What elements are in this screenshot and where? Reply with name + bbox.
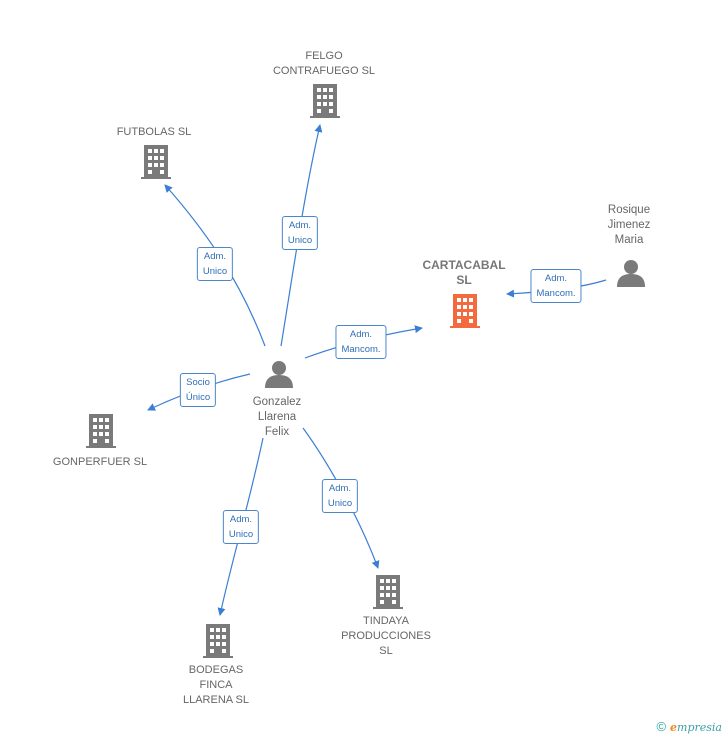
building-icon-futbolas[interactable] — [141, 145, 171, 179]
edge-label-tindaya: Adm. Unico — [321, 479, 359, 513]
edge-label-futbolas: Adm. Unico — [196, 247, 234, 281]
building-icon-gonperfuer[interactable] — [86, 414, 116, 448]
building-icon-felgo[interactable] — [310, 84, 340, 118]
building-icon-cartacabal[interactable] — [450, 294, 480, 328]
company-label-gonperfuer[interactable]: GONPERFUER SL — [52, 456, 148, 468]
person-icon-gonzalez[interactable] — [265, 361, 293, 388]
company-label-bodegas[interactable]: BODEGAS FINCA LLARENA SL — [182, 664, 250, 706]
company-label-tindaya[interactable]: TINDAYA PRODUCCIONES SL — [341, 615, 431, 657]
brand-watermark: ©empresia — [656, 719, 722, 734]
person-icon-rosique[interactable] — [617, 260, 645, 287]
company-label-futbolas[interactable]: FUTBOLAS SL — [116, 126, 192, 138]
edges — [147, 124, 607, 616]
building-icon-tindaya[interactable] — [373, 575, 403, 609]
edge-label-rosique: Adm. Mancom. — [530, 269, 582, 303]
company-label-cartacabal[interactable]: CARTACABAL SL — [422, 258, 506, 287]
edge-label-gonperfuer: Socio Único — [179, 373, 217, 407]
edge-label-felgo: Adm. Unico — [281, 216, 319, 250]
copyright-icon: © — [656, 719, 667, 734]
edge-label-bodegas: Adm. Unico — [222, 510, 260, 544]
building-icon-bodegas[interactable] — [203, 624, 233, 658]
person-label-rosique[interactable]: Rosique Jimenez Maria — [607, 204, 651, 246]
brand-name: mpresia — [677, 721, 722, 734]
person-label-gonzalez[interactable]: Gonzalez Llarena Felix — [252, 396, 302, 438]
company-label-felgo[interactable]: FELGO CONTRAFUEGO SL — [272, 50, 376, 77]
edge-label-cartacabal: Adm. Mancom. — [335, 325, 387, 359]
brand-e: e — [670, 721, 678, 734]
